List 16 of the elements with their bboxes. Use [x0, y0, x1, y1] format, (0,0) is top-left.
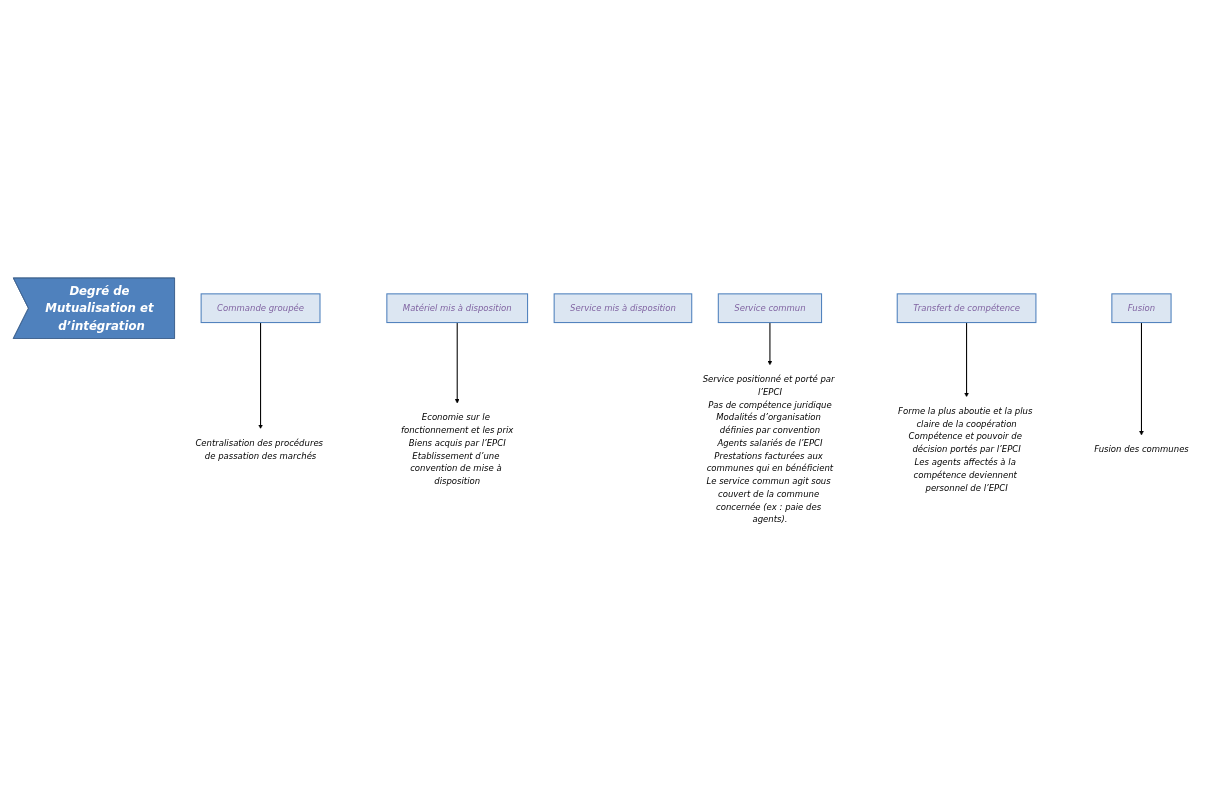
arrow — [454, 321, 460, 404]
node-box: Fusion — [1110, 292, 1172, 323]
node-text: Forme la plus aboutie et la plus claire de la coopération Compétence et pouvoir de décision portés par l’EPCI Les agents affectés à la compétence deviennent personnel de l’EPCI — [897, 405, 1032, 493]
arrow — [1138, 321, 1144, 435]
node-text: Service positionné et porté par l’EPCI Pas de compétence juridique Modalités d’organisation définies par convention Agents salariés de l’EPCI Prestations facturées aux communes qui en bénéficient Le service commun agit sous couvert de la commune concernée (ex : paie des agents). — [702, 373, 835, 525]
arrow — [767, 321, 772, 365]
arrow — [963, 321, 969, 397]
node-box: Transfert de compétence — [896, 292, 1036, 323]
node-box: Service mis à disposition — [553, 292, 692, 323]
node-box: Service commun — [717, 292, 822, 323]
node-text: Centralisation des procédures de passation des marchés — [194, 437, 323, 461]
node-text: Economie sur le fonctionnement et les prix Biens acquis par l’EPCI Etablissement d’une convention de mise à disposition — [400, 411, 513, 486]
node-text: Fusion des communes — [1093, 443, 1189, 454]
node-box: Commande groupée — [200, 292, 321, 323]
node-box: Matériel mis à disposition — [385, 292, 528, 323]
arrow — [257, 321, 263, 429]
